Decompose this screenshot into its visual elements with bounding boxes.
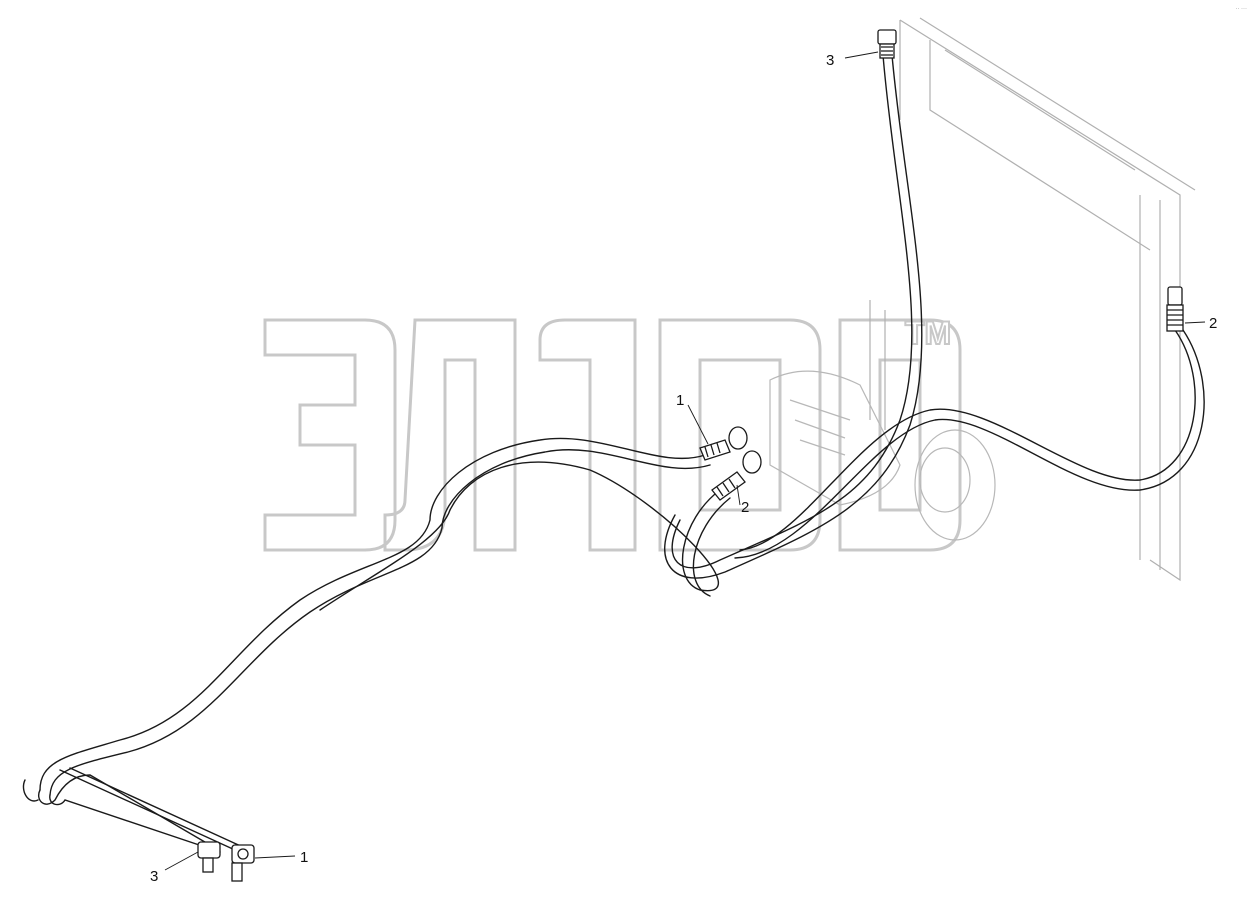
corner-code: ·· ··· xyxy=(1235,6,1247,12)
callout-top-3: 3 xyxy=(826,52,834,69)
hose-lines xyxy=(22,54,1205,853)
callout-bottom-1: 1 xyxy=(300,849,308,866)
compressor-outline xyxy=(769,370,996,541)
callout-mid-2: 2 xyxy=(741,499,749,516)
callout-right-2: 2 xyxy=(1209,315,1217,332)
watermark-logo xyxy=(263,318,962,552)
leader-lines xyxy=(164,51,1206,871)
callout-mid-1: 1 xyxy=(676,392,684,409)
fittings xyxy=(197,29,1184,882)
radiator-frame xyxy=(869,17,1196,582)
callout-bottom-3: 3 xyxy=(150,868,158,885)
